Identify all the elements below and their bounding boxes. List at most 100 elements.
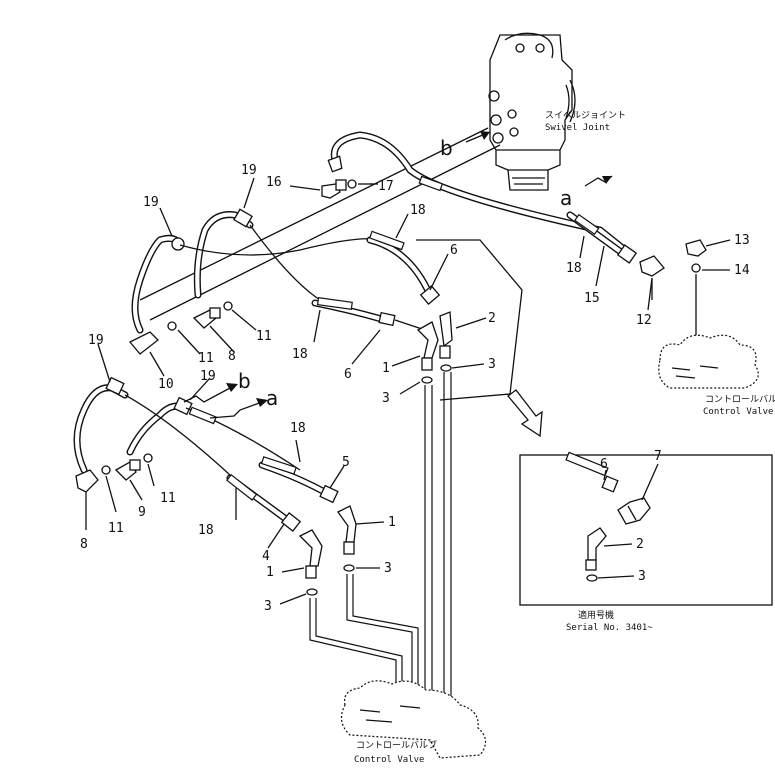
label-11-upper-a: 11 (198, 351, 214, 366)
control-valve-bottom-label-jp: コントロールバルブ (356, 739, 437, 751)
label-18-middle: 18 (292, 347, 308, 362)
serial-label-en: Serial No. 3401~ (566, 623, 653, 633)
o-ring-3-upper-left (421, 376, 433, 384)
inset-box (519, 454, 773, 606)
label-8-lower: 8 (80, 537, 88, 552)
arrow-a-top (584, 175, 613, 187)
inset-fitting-7 (617, 497, 651, 525)
label-7-inset: 7 (654, 449, 662, 464)
label-2-upper: 2 (488, 311, 496, 326)
fitting-8-lower (75, 469, 99, 493)
fitting-12 (639, 255, 665, 277)
hose-18-lower-a (226, 473, 302, 532)
arrow-b-lower-label: b (238, 369, 251, 393)
hose-18-lower-b (258, 456, 339, 504)
fitting-8-upper (192, 307, 221, 329)
label-16: 16 (266, 175, 282, 190)
o-ring-11-upper (223, 301, 233, 311)
label-12: 12 (636, 313, 652, 328)
zoom-arrow (507, 389, 543, 438)
hose-18-middle (311, 296, 396, 327)
label-8-upper: 8 (228, 349, 236, 364)
o-ring-11-lower-left (101, 465, 111, 475)
label-19-lower-left: 19 (88, 333, 104, 348)
o-ring-3-lower-left (306, 588, 318, 596)
label-3-lower-right: 3 (384, 561, 392, 576)
hose-19-c-link (124, 394, 256, 499)
label-3-upper-right: 3 (488, 357, 496, 372)
hose-19-d (126, 396, 193, 456)
fitting-10 (128, 331, 159, 355)
inset-o-ring-3 (586, 574, 598, 582)
hose-19-b-link (249, 224, 321, 301)
control-valve-right (658, 334, 759, 389)
arrow-b-lower (183, 383, 238, 403)
label-11-upper-b: 11 (256, 329, 272, 344)
label-3-lower-left: 3 (264, 599, 272, 614)
label-19-lower: 19 (200, 369, 216, 384)
label-18-lower-left: 18 (198, 523, 214, 538)
label-14: 14 (734, 263, 750, 278)
label-6-middle: 6 (344, 367, 352, 382)
fitting-1-lower-right (337, 505, 357, 555)
o-ring-17 (347, 179, 357, 189)
label-17: 17 (378, 179, 394, 194)
fitting-9 (114, 459, 141, 481)
tube-lower-right-b (352, 574, 419, 716)
arrow-b-top (465, 131, 491, 143)
control-valve-bottom-label-en: Control Valve (354, 755, 424, 765)
fitting-13 (685, 239, 707, 257)
label-11-lower-left: 11 (108, 521, 124, 536)
leader-lines (85, 177, 731, 605)
label-9: 9 (138, 505, 146, 520)
pipe-line-left-1 (139, 127, 489, 301)
hose-19-a-link (179, 238, 381, 256)
label-3-inset: 3 (638, 569, 646, 584)
fitting-1-lower-left (298, 529, 323, 579)
label-1-lower-right: 1 (388, 515, 396, 530)
label-10: 10 (158, 377, 174, 392)
fitting-2-upper (439, 311, 453, 359)
label-11-lower: 11 (160, 491, 176, 506)
label-13: 13 (734, 233, 750, 248)
hose-19-b (193, 208, 254, 299)
arrow-a-lower-label: a (266, 386, 278, 410)
hose-18-upper (366, 230, 441, 306)
fitting-1-upper (416, 321, 439, 371)
label-5: 5 (342, 455, 350, 470)
o-ring-3-lower-right (343, 564, 355, 572)
label-1-upper: 1 (382, 361, 390, 376)
swivel-joint-label-jp: スイベルジョイント (545, 111, 626, 121)
control-valve-right-label-jp: コントロールバルブ (705, 393, 775, 405)
vertical-tubes (424, 372, 452, 712)
o-ring-11-upper-left (167, 321, 177, 331)
swivel-joint (488, 32, 576, 191)
label-19-left: 19 (143, 195, 159, 210)
label-6-inset: 6 (600, 457, 608, 472)
arrow-a-top-label: a (560, 186, 572, 210)
label-18-top: 18 (410, 203, 426, 218)
hose-top-long (330, 131, 629, 254)
label-15: 15 (584, 291, 600, 306)
serial-label-jp: 適用号機 (578, 609, 614, 621)
label-1-lower-left: 1 (266, 565, 274, 580)
swivel-joint-label-en: Swivel Joint (545, 123, 610, 133)
hose-19-a (131, 234, 185, 334)
label-19-top: 19 (241, 163, 257, 178)
label-2-inset: 2 (636, 537, 644, 552)
arrow-a-lower (209, 398, 268, 419)
o-ring-11-lower (143, 453, 153, 463)
label-3-upper-left: 3 (382, 391, 390, 406)
fitting-16 (321, 179, 347, 199)
o-ring-14 (691, 263, 701, 273)
label-18-right: 18 (566, 261, 582, 276)
o-ring-3-upper-right (440, 364, 452, 372)
view-outline (416, 239, 523, 401)
hose-19-c (73, 376, 129, 474)
control-valve-right-label-en: Control Valve (703, 407, 773, 417)
inset-hose-6 (565, 451, 619, 493)
tube-lower-right-a (346, 574, 413, 716)
pipe-line-left-2 (149, 144, 501, 321)
label-18-lower-right: 18 (290, 421, 306, 436)
